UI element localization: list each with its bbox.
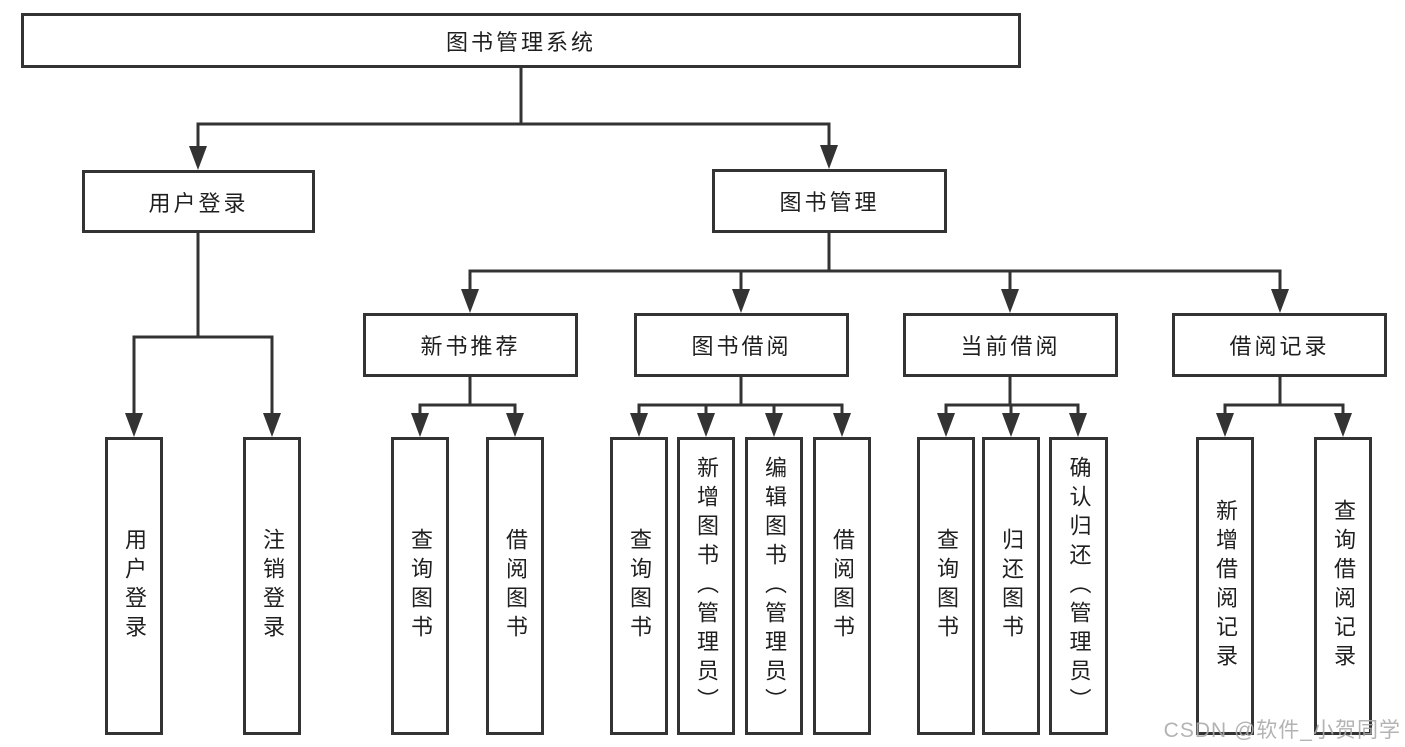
leaf-search-book-3: 查询图书 [917, 437, 975, 735]
leaf-add-book-admin-label: 新增图书（管理员） [694, 455, 719, 717]
arrow-down-icon [125, 413, 143, 437]
leaf-borrow-book-1: 借阅图书 [486, 437, 544, 735]
leaf-return-book: 归还图书 [982, 437, 1040, 735]
arrow-down-icon [765, 413, 783, 437]
arrow-down-icon [1001, 289, 1019, 313]
node-current-borrow-label: 当前借阅 [960, 334, 1061, 359]
node-user-login-label: 用户登录 [148, 190, 249, 216]
arrow-down-icon [461, 289, 479, 313]
arrow-down-icon [1002, 413, 1020, 437]
arrow-down-icon [411, 413, 429, 437]
arrow-down-icon [1271, 289, 1289, 313]
leaf-edit-book-admin-label: 编辑图书（管理员） [762, 455, 787, 717]
leaf-add-borrow-record-label: 新增借阅记录 [1213, 499, 1238, 673]
leaf-search-borrow-record: 查询借阅记录 [1314, 437, 1372, 735]
leaf-borrow-book-2-label: 借阅图书 [830, 528, 855, 644]
wire-newbook-to-leaves [418, 377, 517, 419]
arrow-down-icon [697, 413, 715, 437]
leaf-search-book-1: 查询图书 [391, 437, 449, 735]
leaf-search-borrow-record-label: 查询借阅记录 [1331, 499, 1356, 673]
leaf-search-book-2-label: 查询图书 [627, 528, 652, 644]
wire-userlogin-to-leaves [132, 233, 274, 419]
wire-bookmgmt-to-level3 [468, 233, 1282, 295]
leaf-logout-label: 注销登录 [260, 528, 285, 644]
leaf-confirm-return-admin: 确认归还（管理员） [1049, 437, 1108, 735]
arrow-down-icon [263, 413, 281, 437]
leaf-return-book-label: 归还图书 [999, 528, 1024, 644]
node-new-book-recommend: 新书推荐 [363, 313, 578, 377]
arrow-down-icon [732, 289, 750, 313]
wire-currentborrow-to-leaves [944, 377, 1080, 419]
leaf-user-login-label: 用户登录 [122, 528, 147, 644]
watermark: CSDN @软件_小贺同学 [1163, 719, 1401, 742]
arrow-down-icon [506, 413, 524, 437]
arrow-down-icon [1216, 413, 1234, 437]
node-book-management: 图书管理 [712, 169, 947, 233]
leaf-add-borrow-record: 新增借阅记录 [1196, 437, 1254, 735]
node-library-system: 图书管理系统 [21, 13, 1021, 68]
leaf-search-book-1-label: 查询图书 [408, 528, 433, 644]
arrow-down-icon [820, 145, 838, 169]
arrow-down-icon [1334, 413, 1352, 437]
wire-borrowrecords-to-leaves [1223, 377, 1345, 419]
arrow-down-icon [937, 413, 955, 437]
leaf-confirm-return-admin-label: 确认归还（管理员） [1066, 455, 1092, 717]
leaf-logout: 注销登录 [243, 437, 301, 735]
leaf-add-book-admin: 新增图书（管理员） [677, 437, 735, 735]
node-new-book-recommend-label: 新书推荐 [420, 334, 521, 359]
leaf-search-book-3-label: 查询图书 [934, 528, 959, 644]
node-user-login: 用户登录 [82, 170, 315, 233]
arrow-down-icon [189, 146, 207, 170]
node-current-borrow: 当前借阅 [903, 313, 1118, 377]
wire-root-to-level2 [196, 68, 831, 152]
arrow-down-icon [833, 413, 851, 437]
wire-bookborrow-to-leaves [637, 377, 844, 419]
node-borrow-records: 借阅记录 [1172, 313, 1387, 377]
node-library-system-label: 图书管理系统 [445, 29, 596, 55]
leaf-edit-book-admin: 编辑图书（管理员） [745, 437, 803, 735]
node-book-management-label: 图书管理 [779, 190, 880, 215]
leaf-borrow-book-1-label: 借阅图书 [503, 528, 528, 644]
leaf-borrow-book-2: 借阅图书 [813, 437, 871, 735]
leaf-search-book-2: 查询图书 [610, 437, 668, 735]
arrow-down-icon [630, 413, 648, 437]
node-borrow-records-label: 借阅记录 [1229, 334, 1330, 359]
node-book-borrow: 图书借阅 [634, 313, 849, 377]
leaf-user-login: 用户登录 [105, 437, 163, 735]
node-book-borrow-label: 图书借阅 [691, 334, 792, 359]
arrow-down-icon [1069, 413, 1087, 437]
